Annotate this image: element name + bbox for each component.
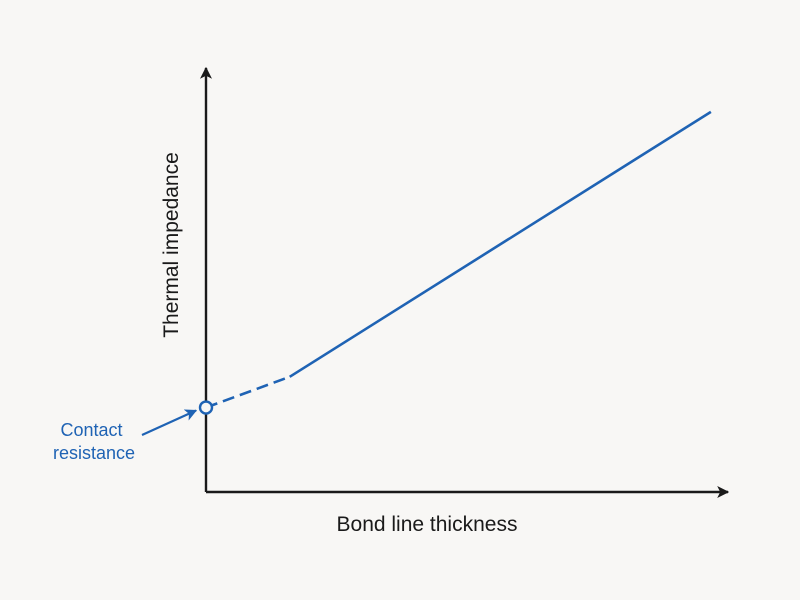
series-0-segment-dashed xyxy=(205,375,291,409)
series-0-segment-solid xyxy=(289,110,712,378)
annotation-group: Contact resistance xyxy=(53,400,214,463)
contact-resistance-point xyxy=(198,400,214,415)
annotation-label-line-1: Contact xyxy=(60,420,122,440)
annotation-label: Contact resistance xyxy=(53,420,135,463)
x-axis-label: Bond line thickness xyxy=(337,513,518,536)
annotation-label-line-2: resistance xyxy=(53,443,135,463)
y-axis-label: Thermal impedance xyxy=(160,152,183,338)
annotation-arrow xyxy=(141,409,198,437)
series-group xyxy=(205,110,712,409)
